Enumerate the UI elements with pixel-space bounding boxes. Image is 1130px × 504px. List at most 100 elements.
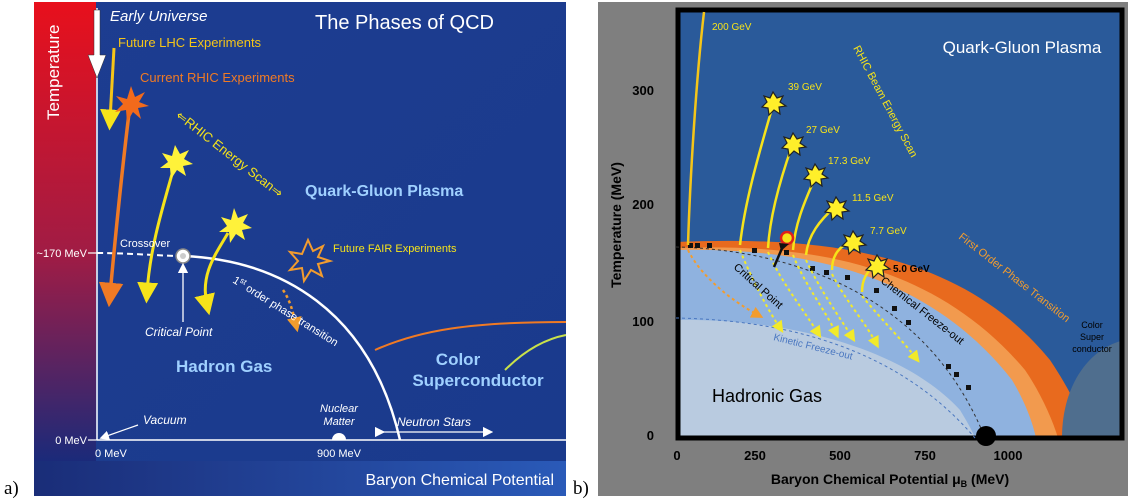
- trajectory-27gev: [766, 145, 794, 249]
- star-burst-17gev: [802, 162, 830, 189]
- cs-yellow-boundary: [504, 334, 567, 371]
- nuclear-matter-label-1: Nuclear: [320, 403, 359, 415]
- star-burst-39gev: [760, 90, 788, 117]
- freezeout-point: [954, 372, 959, 377]
- panel-a-letter: a): [4, 478, 19, 499]
- freezeout-point: [752, 248, 757, 253]
- chemical-freezeout-curve: [675, 246, 986, 439]
- trajectory-200gev: [686, 11, 706, 246]
- freezeout-arrow-11: [805, 259, 856, 343]
- x-tick-1000: 1000: [994, 448, 1023, 463]
- freezeout-arrow-39: [739, 249, 784, 333]
- star-bursts: [760, 90, 892, 280]
- x-tick-250: 250: [744, 448, 766, 463]
- freezeout-point: [892, 306, 897, 311]
- freezeout-arrow-27: [767, 251, 822, 339]
- panel-a-title: The Phases of QCD: [315, 12, 494, 34]
- energy-label-7: 7.7 GeV: [870, 226, 907, 237]
- qgp-label: Quark-Gluon Plasma: [305, 183, 463, 200]
- hadronic-gas-label: Hadronic Gas: [712, 386, 822, 406]
- early-universe-arrow: [87, 9, 107, 79]
- color-sc-label-2: Superconductor: [412, 371, 544, 390]
- panel-b-letter: b): [573, 478, 589, 499]
- neutron-stars-label: Neutron Stars: [397, 415, 471, 429]
- cs-orange-boundary: [374, 321, 567, 351]
- rhic-orange-trajectory: [98, 104, 132, 308]
- star-burst-5gev: [864, 253, 892, 280]
- panel-a: The Phases of QCD Early Universe Future …: [34, 2, 567, 496]
- scan-star-2: [219, 208, 252, 243]
- freezeout-point: [707, 243, 712, 248]
- x-tick-zero-label: 0 MeV: [95, 448, 127, 460]
- first-order-transition-line: [182, 254, 402, 441]
- critical-point-marker-b: [779, 230, 795, 246]
- freezeout-data-points: [688, 243, 971, 390]
- trajectory-200gev-freezeout: [687, 249, 764, 318]
- x-tick-500: 500: [829, 448, 851, 463]
- nuclear-matter-dot: [976, 426, 996, 446]
- freezeout-point: [688, 243, 693, 248]
- freezeout-point: [966, 385, 971, 390]
- freezeout-point: [784, 250, 789, 255]
- plot-frame: [675, 7, 1125, 441]
- qgp-label-b: Quark-Gluon Plasma: [943, 38, 1102, 57]
- zero-temp-label: 0 MeV: [55, 435, 87, 447]
- future-lhc-label: Future LHC Experiments: [118, 35, 262, 50]
- x-tick-0: 0: [673, 448, 680, 463]
- freezeout-arrow-5: [861, 295, 920, 363]
- y-tick-200: 200: [632, 197, 654, 212]
- nuclear-matter-marker: [332, 433, 346, 440]
- fair-star-burst: [287, 237, 334, 284]
- freezeout-arrow-7: [831, 273, 879, 349]
- freezeout-point: [845, 275, 850, 280]
- y-axis-title: Temperature: [44, 25, 63, 120]
- energy-label-17: 17.3 GeV: [828, 156, 871, 167]
- energy-label-11: 11.5 GeV: [852, 193, 894, 204]
- critical-point-inner: [180, 253, 186, 259]
- future-fair-label: Future FAIR Experiments: [333, 243, 457, 255]
- scan-trajectory-2: [194, 232, 230, 316]
- star-burst-11gev: [823, 195, 851, 222]
- freezeout-point: [906, 320, 911, 325]
- temperature-bar: [34, 2, 96, 462]
- lhc-arrow: [100, 47, 122, 131]
- vacuum-label: Vacuum: [143, 413, 187, 427]
- critical-point-arrowhead-b: [779, 243, 789, 251]
- y-tick-100: 100: [632, 314, 654, 329]
- hadron-gas-label: Hadron Gas: [176, 357, 272, 376]
- x-tick-750: 750: [914, 448, 936, 463]
- crossover-label: Crossover: [120, 238, 170, 250]
- trajectory-39gev: [738, 104, 775, 246]
- hadronic-inner-region: [676, 319, 975, 438]
- panel-b: Quark-Gluon Plasma Hadronic Gas RHIC Bea…: [598, 2, 1128, 496]
- freezeout-point: [874, 288, 879, 293]
- first-order-dotted-arrow: [281, 289, 302, 333]
- y-axis-title-b: Temperature (MeV): [608, 162, 624, 288]
- rhic-star-burst: [115, 86, 149, 122]
- scan-star-1: [160, 145, 193, 179]
- panel-a-background: [34, 2, 566, 496]
- early-universe-label: Early Universe: [110, 8, 208, 25]
- x-axis-title: Baryon Chemical Potential: [365, 472, 554, 489]
- freezeout-point: [946, 364, 951, 369]
- color-sc-label-b3: conductor: [1072, 344, 1112, 354]
- y-tick-300: 300: [632, 83, 654, 98]
- energy-label-27: 27 GeV: [806, 125, 840, 136]
- kinetic-freezeout-curve: [675, 317, 976, 439]
- nuclear-matter-label-2: Matter: [323, 416, 356, 428]
- energy-label-200: 200 GeV: [712, 22, 752, 33]
- chemical-potential-bar: [34, 461, 566, 496]
- color-superconductor-region: [1062, 340, 1124, 438]
- color-sc-label-1: Color: [436, 350, 481, 369]
- x-tick-900-label: 900 MeV: [317, 448, 362, 460]
- color-sc-label-b2: Super: [1080, 332, 1104, 342]
- x-axis-title-b: Baryon Chemical Potential μB (MeV): [771, 471, 1009, 489]
- vacuum-arrow: [99, 424, 139, 440]
- freezeout-point: [824, 270, 829, 275]
- temp-170-label: ~170 MeV: [37, 248, 88, 260]
- energy-label-39: 39 GeV: [788, 82, 822, 93]
- current-rhic-label: Current RHIC Experiments: [140, 70, 295, 85]
- color-sc-label-b1: Color: [1081, 320, 1103, 330]
- energy-label-5: 5.0 GeV: [893, 264, 930, 275]
